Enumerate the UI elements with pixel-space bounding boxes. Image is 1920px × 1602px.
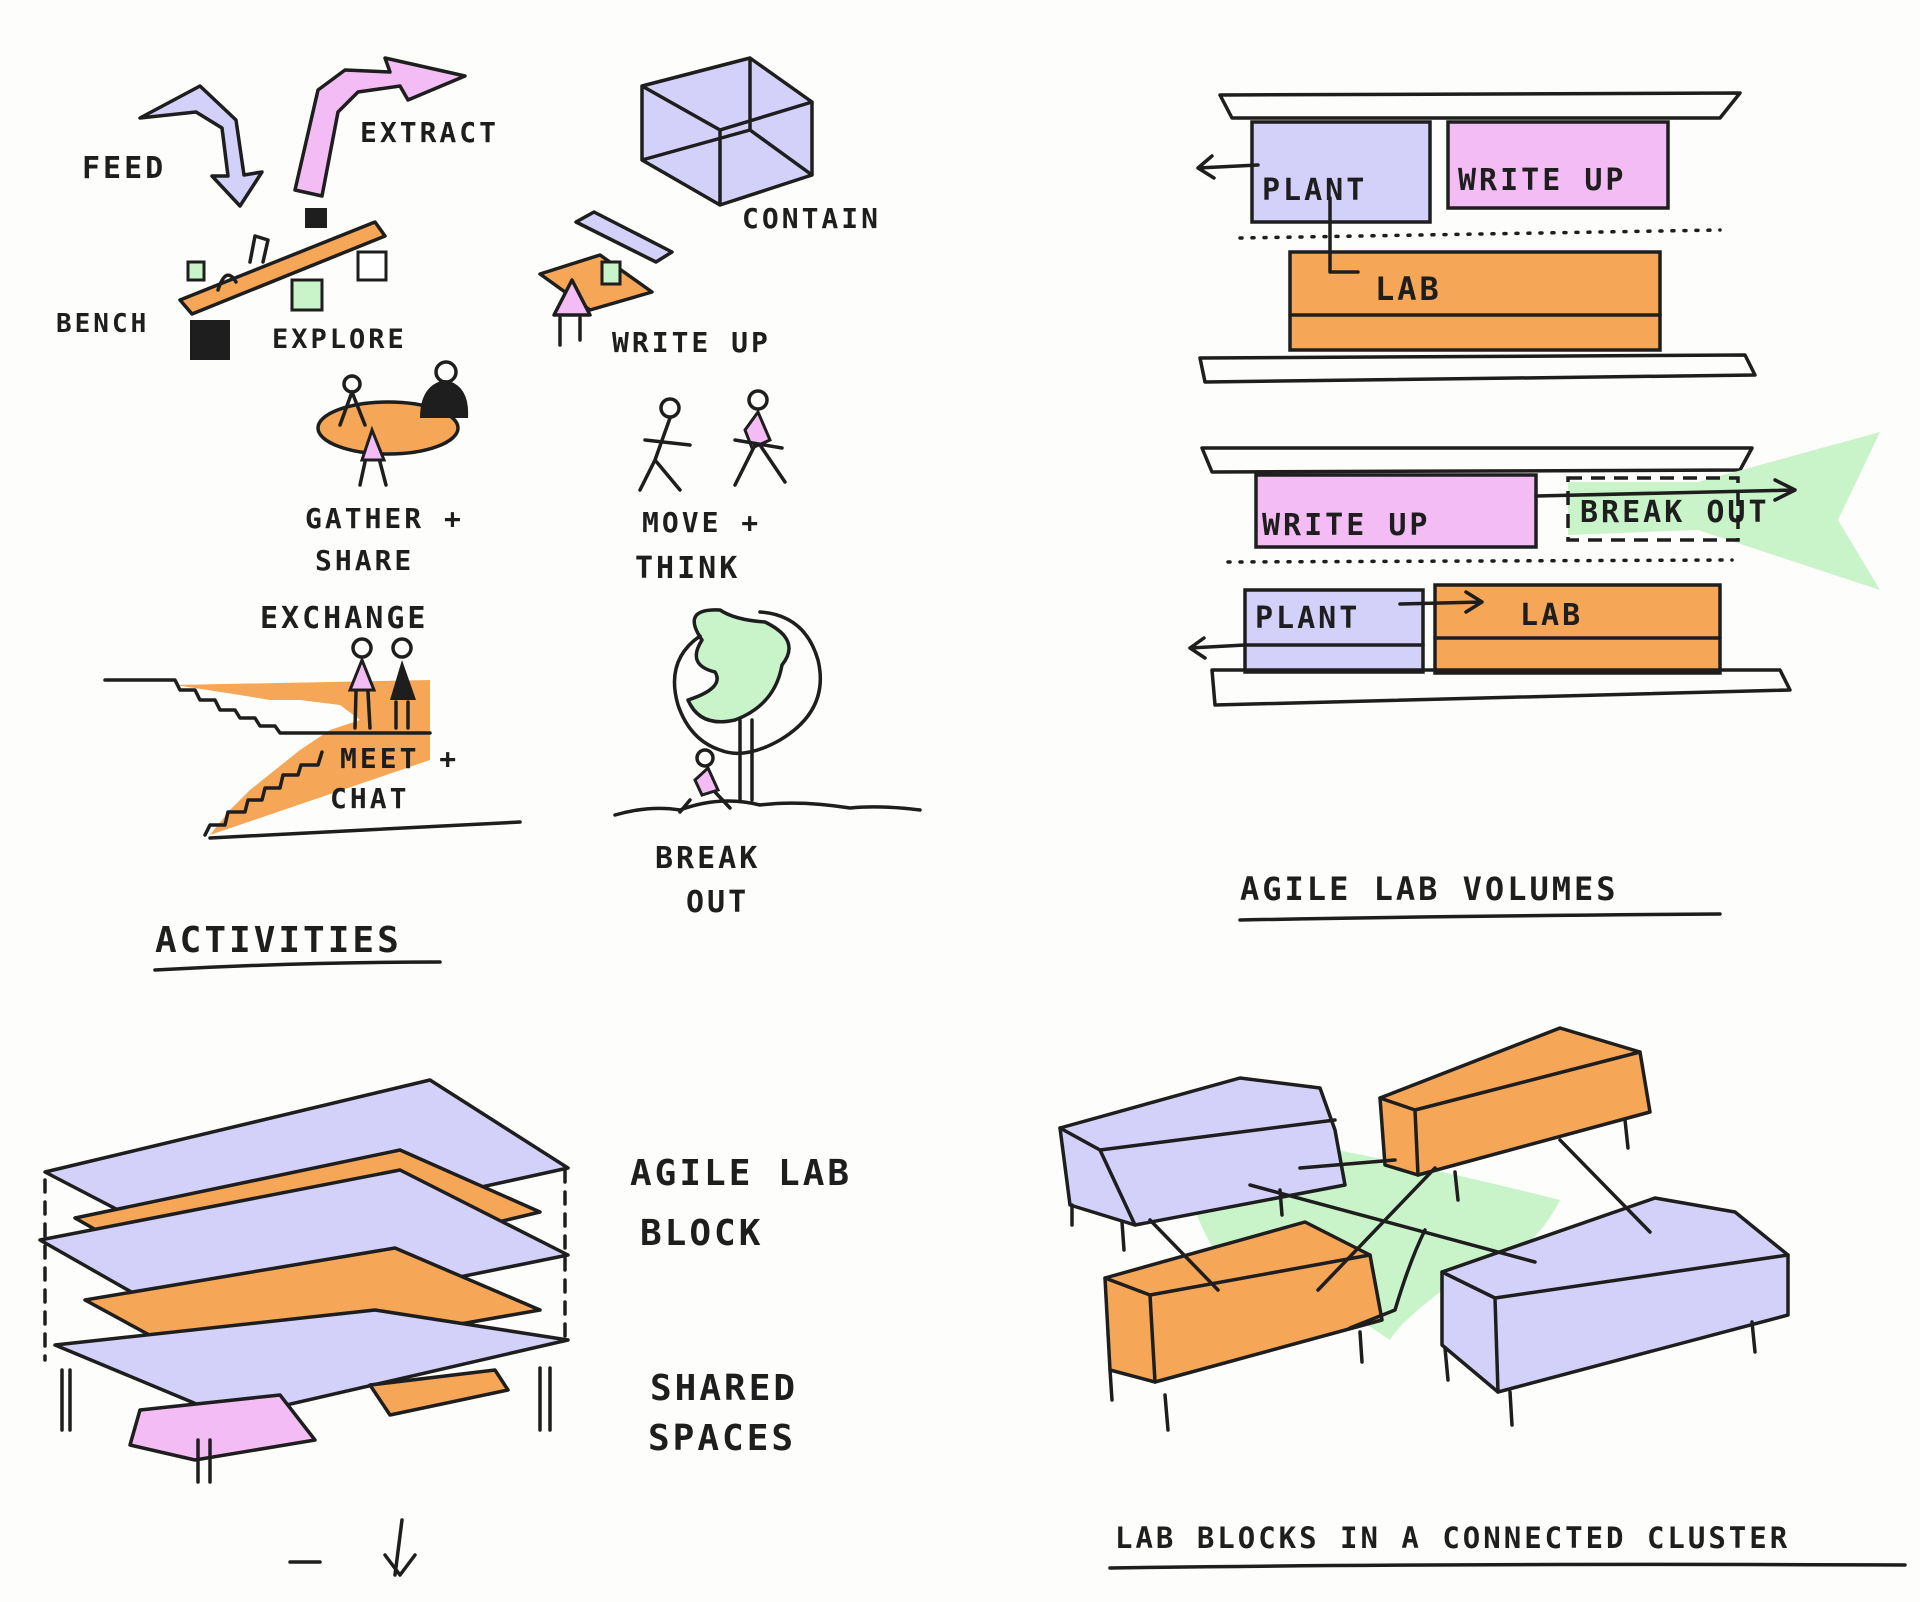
label-plant-bottom: PLANT (1255, 601, 1360, 636)
block-title-2: BLOCK (640, 1213, 763, 1254)
lab-block-orange-1 (1378, 1026, 1652, 1202)
write-up-volume (1446, 120, 1670, 210)
activities-title: ACTIVITIES (155, 920, 402, 961)
label-bench: BENCH (56, 309, 149, 339)
label-move-1: MOVE + (642, 506, 761, 539)
label-write-up-bottom: WRITE UP (1262, 508, 1431, 543)
label-meet-1: MEET + (340, 742, 459, 775)
agile-lab-volumes-panel (1188, 91, 1880, 922)
cluster-arrows (1148, 1138, 1652, 1330)
activities-underline (153, 960, 442, 972)
label-extract: EXTRACT (360, 116, 499, 149)
connected-cluster-panel (1058, 1026, 1907, 1570)
label-lab-top: LAB (1375, 270, 1442, 308)
plant-volume (1250, 120, 1432, 224)
volume-section-bottom (1188, 432, 1880, 707)
label-write-up-top: WRITE UP (1458, 163, 1627, 198)
cluster-underline (1108, 1562, 1907, 1570)
label-breakout-1: BREAK (655, 841, 760, 876)
label-breakout-2: OUT (686, 885, 749, 920)
lab-volume-2 (1433, 583, 1722, 675)
activities-panel (103, 56, 922, 972)
feed-arrow (138, 84, 264, 208)
label-gather-2: SHARE (315, 544, 414, 577)
break-out-tree-icon (613, 608, 922, 817)
floor-slab-5 (53, 1308, 570, 1420)
plant-volume-2 (1243, 588, 1425, 674)
volume-section-top (1196, 91, 1757, 384)
gather-share-icon (316, 360, 469, 487)
volumes-underline (1238, 912, 1722, 922)
write-up-desk-icon (538, 210, 674, 347)
label-plant-top: PLANT (1262, 173, 1367, 208)
write-up-volume-2 (1254, 473, 1538, 549)
shared-title-2: SPACES (648, 1418, 796, 1459)
move-think-icon (638, 389, 787, 492)
shared-space-pink (128, 1393, 317, 1462)
block-title-1: AGILE LAB (630, 1153, 852, 1194)
label-move-2: THINK (635, 551, 740, 586)
lab-block-orange-2 (1103, 1220, 1384, 1432)
label-write-up: WRITE UP (612, 326, 771, 359)
bench-icon (178, 208, 388, 360)
label-gather-1: GATHER + (305, 502, 464, 535)
label-break-out: BREAK OUT (1580, 495, 1770, 530)
volumes-title: AGILE LAB VOLUMES (1240, 870, 1619, 908)
label-contain: CONTAIN (742, 202, 881, 235)
cluster-title: LAB BLOCKS IN A CONNECTED CLUSTER (1115, 1521, 1790, 1555)
label-exchange: EXCHANGE (260, 601, 429, 636)
shared-title-1: SHARED (650, 1368, 798, 1409)
lab-block-lilac-2 (1440, 1196, 1790, 1427)
contain-box-icon (640, 56, 814, 207)
block-columns (43, 1168, 567, 1577)
meet-chat-icon (103, 637, 522, 840)
break-out-wedge (1568, 432, 1880, 590)
extract-arrow (293, 56, 467, 198)
label-meet-2: CHAT (330, 782, 409, 815)
shared-space-orange (368, 1368, 510, 1417)
label-lab-bottom: LAB (1520, 598, 1583, 633)
label-feed: FEED (82, 151, 166, 186)
lab-volume (1288, 250, 1662, 352)
agile-lab-block-panel (38, 1078, 570, 1577)
label-explore: EXPLORE (272, 324, 407, 355)
